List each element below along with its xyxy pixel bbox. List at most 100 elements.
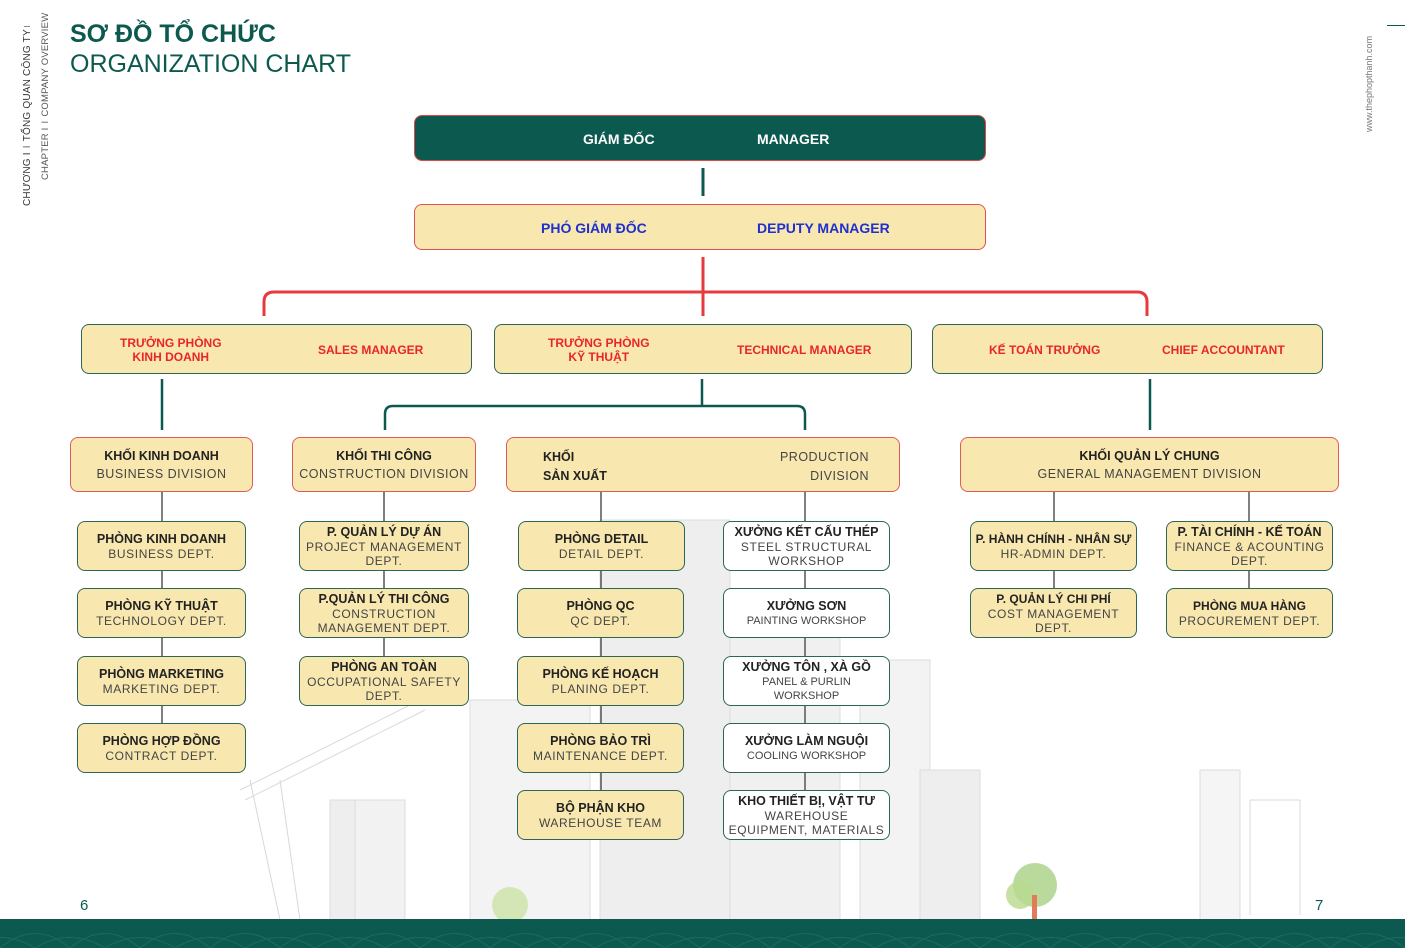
business-division-vi: KHỐI KINH DOANH [104,448,219,463]
dept-name-en: PROCUREMENT DEPT. [1178,613,1321,628]
technical-manager-label-vi: TRƯỞNG PHÒNG KỸ THUẬT [548,336,650,364]
general-division-vi: KHỐI QUẢN LÝ CHUNG [1079,448,1220,463]
dept-box[interactable]: PHÒNG BẢO TRÌ MAINTENANCE DEPT. [517,723,684,773]
sidebar-rule [24,26,30,27]
dept-name-en: HR-ADMIN DEPT. [1000,546,1107,561]
dept-name-en: COST MANAGEMENT DEPT. [987,606,1120,635]
dept-name-en: PROJECT MANAGEMENT DEPT. [306,539,462,568]
workshop-name-vi: XƯỞNG KẾT CẤU THÉP [734,524,879,539]
sales-manager-box[interactable]: TRƯỞNG PHÒNG KINH DOANH SALES MANAGER [81,324,472,374]
manager-box[interactable]: GIÁM ĐỐC MANAGER [414,115,986,161]
dept-name-en: DETAIL DEPT. [558,546,645,561]
dept-name-vi: PHÒNG HỢP ĐỒNG [102,733,221,748]
sales-manager-label-vi: TRƯỞNG PHÒNG KINH DOANH [120,336,222,364]
general-division-en: GENERAL MANAGEMENT DIVISION [1037,466,1262,481]
manager-label-en: MANAGER [757,131,830,147]
workshop-name-en: STEEL STRUCTURAL WORKSHOP [740,539,873,568]
dept-box[interactable]: P. QUẢN LÝ CHI PHÍ COST MANAGEMENT DEPT. [970,588,1137,638]
website-sidebar: www.thephopthanh.com [1360,20,1405,150]
sales-manager-label-en: SALES MANAGER [318,343,424,357]
construction-division-vi: KHỐI THI CÔNG [336,448,432,463]
dept-name-vi: PHÒNG QC [566,598,635,613]
deputy-manager-box[interactable]: PHÓ GIÁM ĐỐC DEPUTY MANAGER [414,204,986,250]
dept-box[interactable]: P. QUẢN LÝ DỰ ÁN PROJECT MANAGEMENT DEPT… [299,521,469,571]
dept-name-vi: P. QUẢN LÝ CHI PHÍ [996,591,1111,606]
connector-deputy-heads [262,257,1149,316]
chief-accountant-label-en: CHIEF ACCOUNTANT [1162,343,1285,357]
deputy-label-vi: PHÓ GIÁM ĐỐC [541,220,647,236]
dept-name-vi: PHÒNG AN TOÀN [331,659,437,674]
chief-accountant-label-vi: KẾ TOÁN TRƯỞNG [989,343,1101,357]
dept-name-en: PLANING DEPT. [551,681,650,696]
dept-name-en: OCCUPATIONAL SAFETY DEPT. [307,674,461,703]
dept-name-en: MAINTENANCE DEPT. [533,748,668,763]
dept-box[interactable]: BỘ PHẬN KHO WAREHOUSE TEAM [517,790,684,840]
business-division-box[interactable]: KHỐI KINH DOANH BUSINESS DIVISION [70,437,253,492]
dept-box[interactable]: P. TÀI CHÍNH - KẾ TOÁN FINANCE & ACOUNTI… [1166,521,1333,571]
production-division-en: PRODUCTION DIVISION [780,448,869,486]
workshop-box[interactable]: XƯỞNG KẾT CẤU THÉP STEEL STRUCTURAL WORK… [723,521,890,571]
production-division-en-line2: DIVISION [810,469,869,483]
technical-manager-vi-line2: KỸ THUẬT [568,350,630,364]
dept-name-vi: PHÒNG KỸ THUẬT [105,598,218,613]
dept-box[interactable]: P. HÀNH CHÍNH - NHÂN SỰ HR-ADMIN DEPT. [970,521,1137,571]
dept-box[interactable]: PHÒNG HỢP ĐỒNG CONTRACT DEPT. [77,723,246,773]
dept-name-vi: PHÒNG KINH DOANH [96,531,227,546]
dept-name-en: CONTRACT DEPT. [105,748,218,763]
dept-box[interactable]: PHÒNG MARKETING MARKETING DEPT. [77,656,246,706]
page-title-vi: SƠ ĐỒ TỔ CHỨC [70,20,276,48]
workshop-name-vi: XƯỞNG TÔN , XÀ GỒ [742,659,871,674]
dept-box[interactable]: P.QUẢN LÝ THI CÔNG CONSTRUCTION MANAGEME… [299,588,469,638]
dept-box[interactable]: PHÒNG KỸ THUẬT TECHNOLOGY DEPT. [77,588,246,638]
production-division-box[interactable]: KHỐI SẢN XUẤT PRODUCTION DIVISION [506,437,900,492]
construction-division-en: CONSTRUCTION DIVISION [299,466,469,481]
wave-pattern-icon [0,933,1405,948]
dept-box[interactable]: PHÒNG MUA HÀNG PROCUREMENT DEPT. [1166,588,1333,638]
production-division-vi-line2: SẢN XUẤT [543,469,607,483]
dept-name-vi: PHÒNG MARKETING [99,666,224,681]
workshop-box[interactable]: XƯỞNG LÀM NGUỘI COOLING WORKSHOP [723,723,890,773]
dept-box[interactable]: PHÒNG KINH DOANH BUSINESS DEPT. [77,521,246,571]
dept-name-en: FINANCE & ACOUNTING DEPT. [1174,539,1325,568]
workshop-name-vi: XƯỞNG SƠN [766,598,847,613]
technical-manager-box[interactable]: TRƯỞNG PHÒNG KỸ THUẬT TECHNICAL MANAGER [494,324,912,374]
production-division-vi: KHỐI SẢN XUẤT [543,448,607,486]
production-division-vi-line1: KHỐI [543,450,575,464]
workshop-name-en: PANEL & PURLIN WORKSHOP [762,675,851,702]
workshop-name-vi: XƯỞNG LÀM NGUỘI [744,733,869,748]
page-number-left: 6 [80,897,89,914]
dept-name-en: WAREHOUSE TEAM [538,815,663,830]
dept-name-en: CONSTRUCTION MANAGEMENT DEPT. [317,606,451,635]
connector-technical-divisions [383,379,807,430]
dept-name-vi: PHÒNG MUA HÀNG [1193,598,1306,613]
deputy-label-en: DEPUTY MANAGER [757,220,890,236]
dept-name-vi: P. QUẢN LÝ DỰ ÁN [326,524,442,539]
workshop-box[interactable]: KHO THIẾT BỊ, VẬT TƯ WAREHOUSE EQUIPMENT… [723,790,890,840]
workshop-box[interactable]: XƯỞNG SƠN PAINTING WORKSHOP [723,588,890,638]
dept-box[interactable]: PHÒNG AN TOÀN OCCUPATIONAL SAFETY DEPT. [299,656,469,706]
workshop-box[interactable]: XƯỞNG TÔN , XÀ GỒ PANEL & PURLIN WORKSHO… [723,656,890,706]
dept-name-en: MARKETING DEPT. [102,681,221,696]
dept-name-vi: PHÒNG KẾ HOẠCH [542,666,659,681]
sidebar-rule-right [1387,25,1405,26]
dept-box[interactable]: PHÒNG DETAIL DETAIL DEPT. [518,521,685,571]
dept-name-en: QC DEPT. [570,613,631,628]
workshop-name-en: WAREHOUSE EQUIPMENT, MATERIALS [728,808,885,837]
page-title-en: ORGANIZATION CHART [70,50,352,78]
workshop-name-en: COOLING WORKSHOP [746,749,867,762]
dept-name-vi: PHÒNG DETAIL [554,531,649,546]
dept-name-vi: P. HÀNH CHÍNH - NHÂN SỰ [975,531,1132,546]
general-management-division-box[interactable]: KHỐI QUẢN LÝ CHUNG GENERAL MANAGEMENT DI… [960,437,1339,492]
page-number-right: 7 [1315,897,1324,914]
production-division-en-line1: PRODUCTION [779,450,869,464]
dept-box[interactable]: PHÒNG QC QC DEPT. [517,588,684,638]
dept-name-en: BUSINESS DEPT. [108,546,215,561]
dept-box[interactable]: PHÒNG KẾ HOẠCH PLANING DEPT. [517,656,684,706]
chapter-sidebar: CHƯƠNG IITỔNG QUAN CÔNG TY CHAPTER IICOM… [14,13,54,210]
construction-division-box[interactable]: KHỐI THI CÔNG CONSTRUCTION DIVISION [292,437,476,492]
workshop-name-en: PAINTING WORKSHOP [746,614,867,627]
sales-manager-vi-line2: KINH DOANH [132,350,210,364]
dept-name-vi: P. TÀI CHÍNH - KẾ TOÁN [1177,524,1322,539]
manager-label-vi: GIÁM ĐỐC [583,131,655,147]
chief-accountant-box[interactable]: KẾ TOÁN TRƯỞNG CHIEF ACCOUNTANT [932,324,1323,374]
